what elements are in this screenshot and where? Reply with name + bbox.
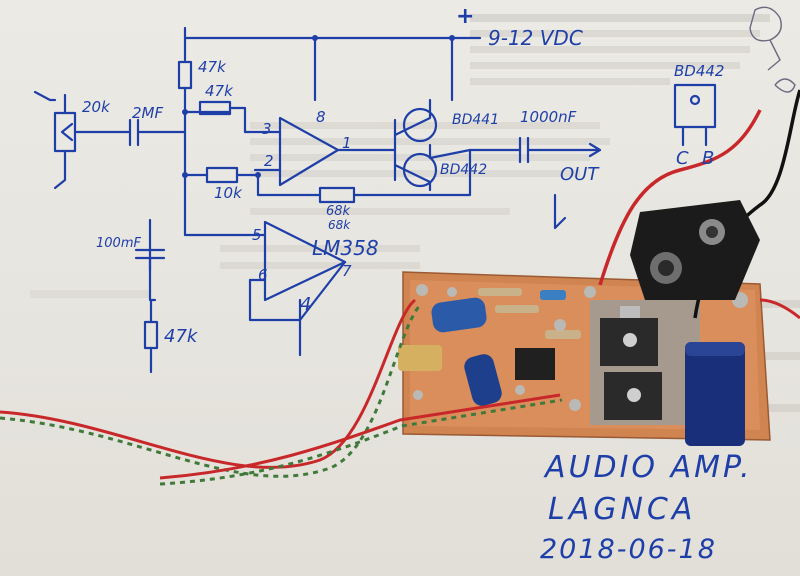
cap-in-label: 2MF [132, 104, 164, 122]
pin6-label: 6 [258, 266, 268, 284]
r-fb-label: 68k [326, 204, 351, 219]
r-bottom-label: 47k [164, 326, 198, 347]
transistor-pinout-sketch [673, 83, 717, 147]
pin5-label: 5 [252, 226, 262, 244]
cap-out-label: 1000nF [520, 108, 577, 126]
pinout-c-label: C [676, 148, 689, 169]
pinout-part-label: BD442 [674, 62, 725, 80]
schematic [33, 26, 602, 374]
cap-bypass-label: 100mF [96, 236, 141, 251]
doodle-sketch [749, 6, 796, 93]
r-mid-label: 10k [214, 184, 242, 202]
battery-snap [630, 200, 760, 300]
pin8-label: 8 [316, 108, 326, 126]
out-label: OUT [560, 164, 599, 185]
pin2-label: 2 [264, 152, 274, 170]
r-fb-alt-label: 68k [328, 218, 351, 232]
pin4-label: 4 [300, 294, 312, 315]
q-bot-label: BD442 [440, 162, 488, 178]
r-top-label: 47k [198, 58, 226, 76]
pin3-label: 3 [262, 120, 272, 138]
pin1-label: 1 [342, 134, 352, 152]
pin7-label: 7 [342, 262, 352, 280]
caption-line2: LAGNCA [548, 492, 697, 527]
pinout-b-label: B [702, 148, 715, 169]
plus-label: + [456, 4, 475, 29]
wires [0, 89, 800, 486]
r-fb-top-label: 47k [205, 82, 233, 100]
q-top-label: BD441 [452, 112, 500, 128]
caption-line3: 2018-06-18 [540, 534, 717, 565]
opamp-label: LM358 [312, 236, 379, 260]
caption-line1: AUDIO AMP. [545, 450, 753, 485]
pcb-board [398, 271, 771, 446]
pot-label: 20k [82, 98, 110, 116]
supply-label: 9-12 VDC [488, 26, 583, 50]
